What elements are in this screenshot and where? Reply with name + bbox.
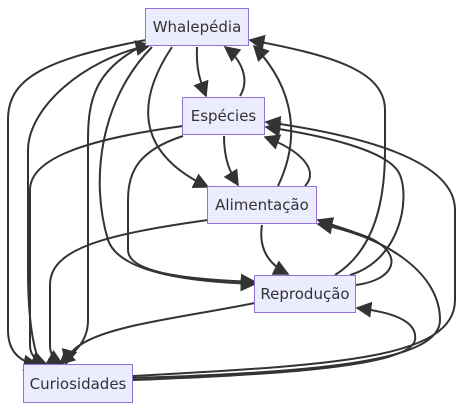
node-whalepedia[interactable]: Whalepédia — [145, 8, 249, 46]
node-curiosidades[interactable]: Curiosidades — [23, 364, 133, 403]
edge-alimentacao-reproducao — [260, 224, 290, 275]
node-label: Curiosidades — [29, 374, 127, 393]
edge-curiosidades-reproducao — [132, 301, 417, 381]
edge-alimentacao-whalepedia — [252, 44, 293, 187]
edge-whalepedia-curiosidades — [7, 39, 147, 371]
edge-curiosidades-especies — [132, 116, 456, 377]
node-alimentacao[interactable]: Alimentação — [207, 186, 317, 224]
node-label: Reprodução — [260, 285, 350, 303]
edge-reproducao-curiosidades — [61, 302, 256, 366]
edge-alimentacao-curiosidades — [45, 219, 209, 365]
node-label: Alimentação — [215, 196, 309, 214]
node-especies[interactable]: Espécies — [182, 97, 265, 135]
edge-alimentacao-especies — [263, 134, 311, 187]
edge-whalepedia-reproducao — [98, 46, 257, 292]
node-label: Whalepédia — [152, 18, 242, 36]
edge-especies-alimentacao — [223, 135, 239, 187]
edge-curiosidades-alimentacao — [132, 218, 442, 379]
edge-reproducao-whalepedia — [248, 34, 386, 276]
edge-whalepedia-alimentacao — [147, 46, 210, 189]
edge-especies-reproducao — [127, 135, 257, 290]
edge-especies-curiosidades — [29, 125, 184, 367]
edge-especies-whalepedia — [223, 46, 246, 97]
node-label: Espécies — [190, 107, 257, 125]
edge-curiosidades-whalepedia — [27, 40, 152, 365]
edge-whalepedia-curiosidades-inner — [58, 45, 143, 366]
edge-whalepedia-especies — [193, 46, 209, 98]
node-reproducao[interactable]: Reprodução — [254, 275, 356, 313]
